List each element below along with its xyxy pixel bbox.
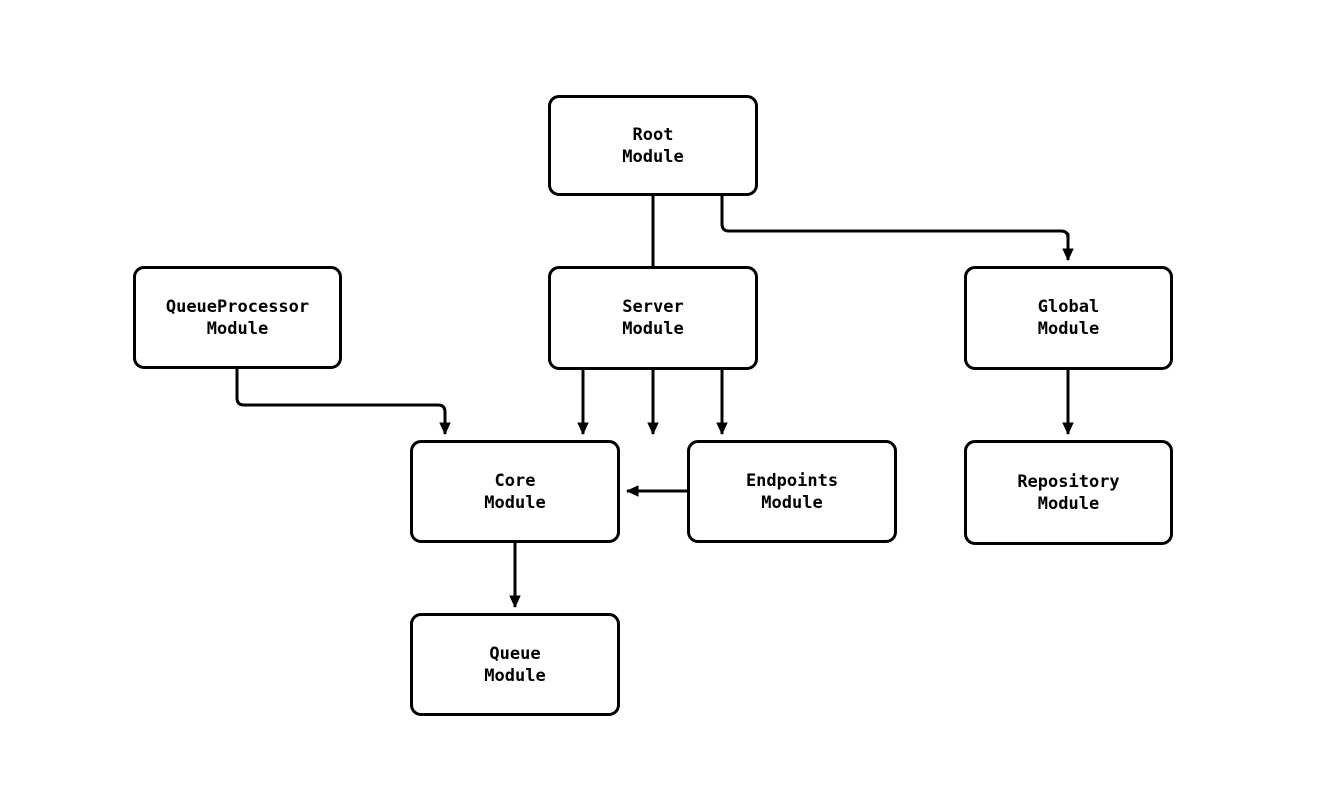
edge-root-to-global (720, 196, 1074, 262)
edge-queueprocessor-to-core (235, 369, 451, 436)
node-label-line1: Core (494, 470, 536, 491)
node-label-line2: Module (622, 146, 684, 167)
node-queueprocessor-module[interactable]: QueueProcessor Module (133, 266, 342, 369)
node-label-line1: Global (1037, 297, 1100, 317)
node-queue-module[interactable]: Queue Module (410, 613, 620, 716)
node-label-line1: Queue (489, 643, 541, 664)
node-label-line2: Module (206, 318, 269, 339)
node-global-module[interactable]: Global Module (964, 266, 1173, 370)
node-label-line2: Module (622, 319, 684, 339)
node-label-line2: Module (1037, 319, 1100, 339)
node-label-line1: Server (622, 297, 684, 317)
node-label-line2: Module (484, 492, 546, 513)
node-root-module[interactable]: Root Module (548, 95, 758, 196)
node-core-module[interactable]: Core Module (410, 440, 620, 543)
node-label-line1: Repository (1017, 471, 1120, 492)
node-server-module[interactable]: Server Module (548, 266, 758, 370)
node-label-line1: Root (632, 124, 674, 145)
node-repository-module[interactable]: Repository Module (964, 440, 1173, 545)
node-label-line2: Module (484, 665, 546, 686)
node-label-line1: QueueProcessor (165, 296, 310, 317)
node-label-line2: Module (1037, 493, 1100, 514)
node-endpoints-module[interactable]: Endpoints Module (687, 440, 897, 543)
node-label-line1: Endpoints (745, 470, 839, 491)
node-label-line2: Module (761, 492, 823, 513)
